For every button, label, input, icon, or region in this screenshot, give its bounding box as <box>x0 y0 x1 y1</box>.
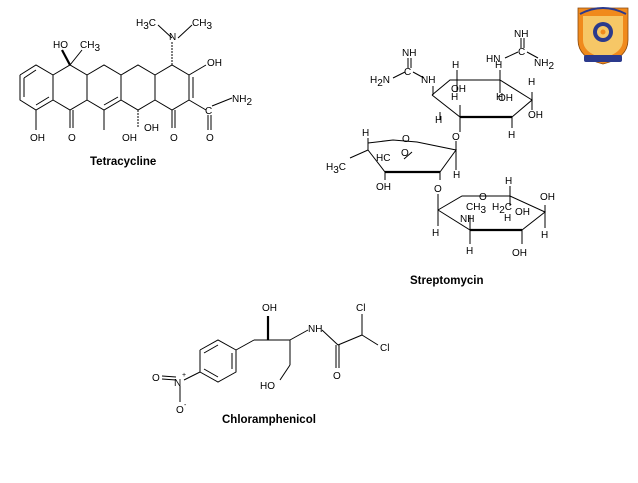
chloram-o-bottom: O <box>176 405 184 416</box>
streptomycin-title: Streptomycin <box>410 275 484 287</box>
strep-hn-b: HN <box>486 54 500 65</box>
strep-hc: HC <box>376 153 390 164</box>
strep-o-g: O <box>479 192 487 203</box>
tetracycline-o-amide: O <box>206 133 214 144</box>
chloram-nh: NH <box>308 324 322 335</box>
tetracycline-oh-right: OH <box>207 58 222 69</box>
strep-h3: H <box>528 77 535 88</box>
tetracycline-oh-bottom-left: OH <box>30 133 45 144</box>
strep-h-f1: H <box>362 128 369 139</box>
tetracycline-structure: H3C CH3 N HO CH3 OH NH2 C O OH OH O OH O… <box>19 18 252 168</box>
strep-oh-g2: OH <box>515 207 530 218</box>
tetracycline-n: N <box>169 32 176 43</box>
chloram-cl2: Cl <box>380 343 389 354</box>
chloram-n: N <box>174 378 181 389</box>
strep-ch3: CH3 <box>466 202 486 216</box>
strep-nh-a: NH <box>402 48 416 59</box>
strep-h2: H <box>495 60 502 71</box>
strep-h-g4: H <box>432 228 439 239</box>
strep-nh-g: NH <box>460 214 474 225</box>
strep-oh-g3: OH <box>512 248 527 259</box>
strep-h-g1: H <box>505 176 512 187</box>
strep-nh2-b: NH2 <box>534 58 554 72</box>
chloram-o-amide: O <box>333 371 341 382</box>
strep-h-f2: H <box>453 170 460 181</box>
strep-h2c: H2C <box>492 202 512 216</box>
strep-c-a: C <box>404 67 411 78</box>
strep-o-link1: O <box>452 132 460 143</box>
chloram-cl1: Cl <box>356 303 365 314</box>
strep-o-ring: O <box>402 134 410 145</box>
strep-h6: H <box>435 115 442 126</box>
strep-c-b: C <box>518 47 525 58</box>
tetracycline-h3c: H3C <box>136 18 156 32</box>
tetracycline-oh-mid: OH <box>144 123 159 134</box>
strep-oh2: OH <box>498 93 513 104</box>
tetracycline-nh2: NH2 <box>232 94 252 108</box>
chloramphenicol-title: Chloramphenicol <box>222 414 316 426</box>
strep-oh-g1: OH <box>540 192 555 203</box>
strep-nh-b: NH <box>514 29 528 40</box>
strep-h-g2: H <box>504 213 511 224</box>
strep-o-cho: O <box>401 148 409 159</box>
strep-oh-f: OH <box>376 182 391 193</box>
tetracycline-title: Tetracycline <box>90 156 156 168</box>
chloram-minus: - <box>184 402 187 409</box>
tetracycline-ch3-top: CH3 <box>192 18 212 32</box>
strep-h-lower: H <box>508 130 515 141</box>
strep-oh3: OH <box>528 110 543 121</box>
tetracycline-oh-bottom-mid: OH <box>122 133 137 144</box>
strep-h5: H <box>496 92 503 103</box>
strep-nh-a2: NH <box>421 75 435 86</box>
tetracycline-o-left: O <box>68 133 76 144</box>
strep-h3c: H3C <box>326 162 346 176</box>
chloram-ho: HO <box>260 381 275 392</box>
strep-h-g5: H <box>466 246 473 257</box>
strep-h-g3: H <box>541 230 548 241</box>
chloramphenicol-structure: OH Cl Cl NH O N + O - HO O Chloramphenic… <box>152 303 389 426</box>
tetracycline-c-amide: C <box>205 106 212 117</box>
tetracycline-ho: HO <box>53 40 68 51</box>
university-logo <box>577 7 629 65</box>
tetracycline-o-right: O <box>170 133 178 144</box>
chloram-oh: OH <box>262 303 277 314</box>
streptomycin-structure: NH H2N C NH NH HN C NH2 H H H H H H OH O… <box>326 29 555 287</box>
strep-h2n: H2N <box>370 75 390 89</box>
strep-oh1: OH <box>451 84 466 95</box>
strep-h1: H <box>452 60 459 71</box>
chloram-plus: + <box>182 372 186 379</box>
strep-o-link2: O <box>434 184 442 195</box>
chloram-o-left: O <box>152 373 160 384</box>
strep-h4: H <box>451 92 458 103</box>
tetracycline-ch3-left: CH3 <box>80 40 100 54</box>
